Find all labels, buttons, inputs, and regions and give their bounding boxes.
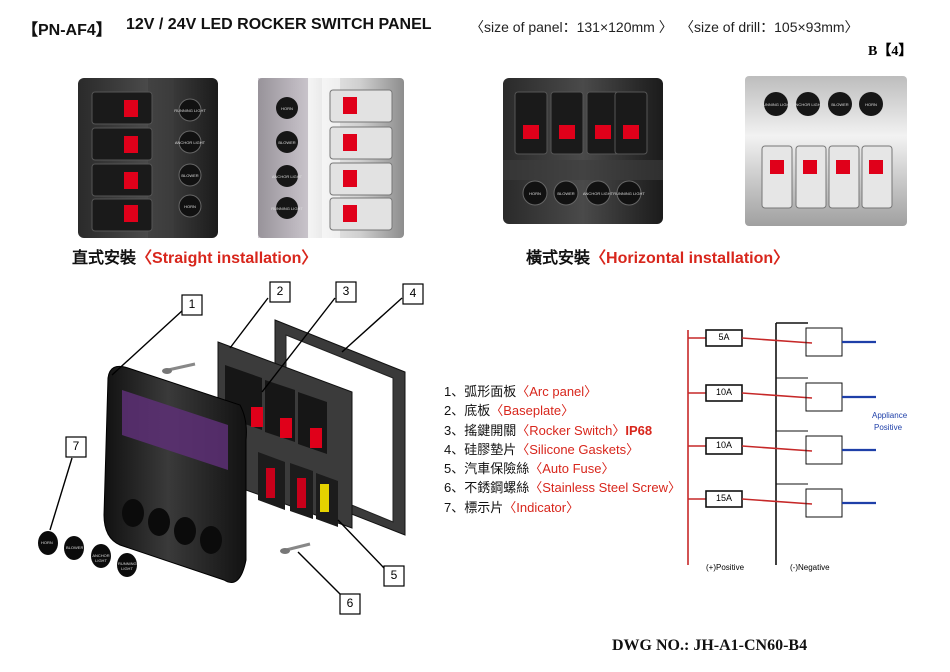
appliance-positive-label: Positive (874, 423, 903, 432)
part-item: 2、底板〈Baseplate〉 (444, 403, 575, 419)
parts-legend: 1、弧形面板〈Arc panel〉 2、底板〈Baseplate〉 3、搖鍵開關… (444, 382, 681, 517)
horizontal-black-button-label: ANCHOR LIGHT (583, 191, 614, 196)
page-reference: B【4】 (868, 44, 913, 59)
straight-black-button-label: RUNNING LIGHT (174, 108, 206, 113)
cap-label-blower: BLOWER (66, 545, 84, 550)
negative-label: (-)Negative (790, 563, 830, 572)
callout-4: 4 (409, 286, 417, 300)
wiring-diagram (687, 322, 876, 565)
horizontal-silver-button-label: BLOWER (831, 102, 848, 107)
cap-label-horn: HORN (41, 540, 53, 545)
horizontal-silver-button-label: ANCHOR LIGHT (793, 102, 824, 107)
horizontal-en: 〈Horizontal installation〉 (590, 250, 790, 267)
part-item: 1、弧形面板〈Arc panel〉 (444, 384, 598, 399)
straight-silver-button-label: RUNNING LIGHT (271, 206, 303, 211)
part-item: 6、不銹鋼螺絲〈Stainless Steel Screw〉 (444, 480, 681, 496)
page-title: 12V / 24V LED ROCKER SWITCH PANEL (126, 16, 432, 33)
straight-silver-button-label: ANCHOR LIGHT (272, 174, 303, 179)
drawing-number: DWG NO.: JH-A1-CN60-B4 (612, 637, 808, 654)
part-item: 3、搖鍵開關〈Rocker Switch〉IP68 (444, 422, 653, 438)
straight-cn: 直式安裝 (72, 250, 137, 267)
callout-2: 2 (276, 284, 284, 298)
horizontal-silver-panel (745, 76, 907, 226)
horizontal-black-button-label: BLOWER (557, 191, 574, 196)
straight-silver-button-label: HORN (281, 106, 293, 111)
straight-silver-button-label: BLOWER (278, 140, 295, 145)
appliance-label: Appliance (872, 411, 908, 420)
straight-black-button-label: BLOWER (181, 173, 198, 178)
horizontal-black-button-label: RUNNING LIGHT (613, 191, 645, 196)
fuse-15a: 15A (715, 493, 732, 503)
horizontal-black-button-label: HORN (529, 191, 541, 196)
part-item: 4、硅膠墊片〈Silicone Gaskets〉 (444, 441, 640, 457)
horizontal-cn: 橫式安裝 (526, 250, 591, 267)
straight-installation-label: 直式安裝〈Straight installation〉 (72, 244, 317, 268)
cap-label-running: RUNNING LIGHT (118, 561, 137, 571)
callout-7: 7 (72, 439, 80, 453)
callout-5: 5 (390, 568, 398, 582)
callout-3: 3 (342, 284, 350, 298)
fuse-10a-1: 10A (715, 387, 732, 397)
horizontal-installation-label: 橫式安裝〈Horizontal installation〉 (526, 244, 789, 268)
straight-black-button-label: ANCHOR LIGHT (175, 140, 206, 145)
panel-size: 〈size of panel：131×120mm 〉 (470, 19, 673, 35)
straight-black-button-label: HORN (184, 204, 196, 209)
cap-label-anchor: ANCHOR LIGHT (92, 553, 110, 563)
horizontal-silver-button-label: HORN (865, 102, 877, 107)
callout-6: 6 (346, 596, 354, 610)
exploded-view (38, 281, 424, 615)
straight-en: 〈Straight installation〉 (136, 250, 318, 267)
fuse-10a-2: 10A (715, 440, 732, 450)
fuse-5a: 5A (718, 332, 730, 342)
straight-black-panel (78, 78, 218, 238)
positive-label: (+)Positive (706, 563, 745, 572)
model-number: 【PN-AF4】 (22, 22, 112, 39)
drill-size: 〈size of drill：105×93mm〉 (680, 19, 859, 35)
callout-1: 1 (188, 297, 196, 311)
straight-silver-panel (258, 78, 404, 238)
part-item: 7、標示片〈Indicator〉 (444, 499, 580, 515)
part-item: 5、汽車保險絲〈Auto Fuse〉 (444, 461, 615, 477)
horizontal-black-panel (503, 78, 663, 224)
horizontal-silver-button-label: RUNNING LIGHT (760, 102, 792, 107)
